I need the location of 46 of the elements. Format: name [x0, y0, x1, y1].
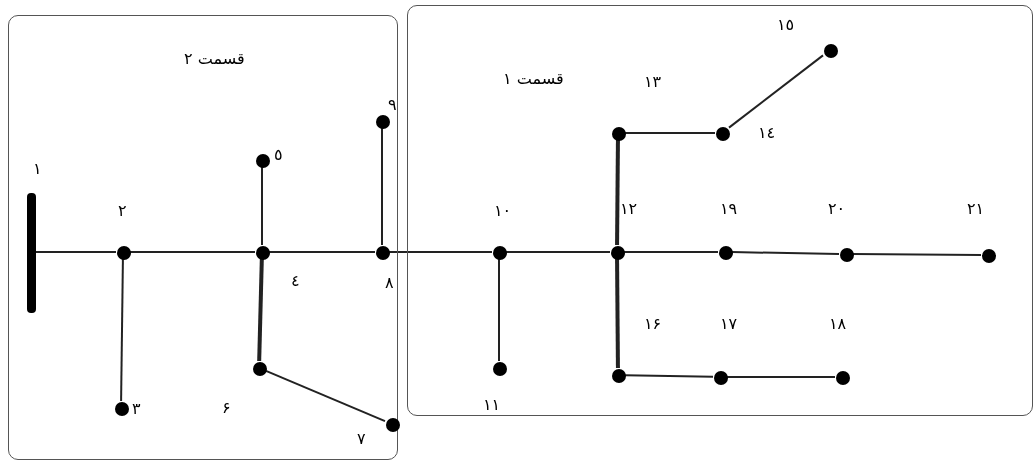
bus-number: ٤ [291, 273, 300, 289]
bus-number: ۲۱ [967, 201, 985, 217]
line-segment [615, 140, 620, 245]
bus-number: ۱۷ [720, 316, 738, 332]
bus-number: ۱٥ [777, 17, 795, 33]
line-segment [120, 258, 124, 402]
line-segment [615, 259, 620, 368]
line-segment [505, 251, 611, 253]
bus-number: ۱۰ [494, 203, 512, 219]
line-segment [623, 251, 719, 253]
bus-number: ۱۲ [620, 201, 638, 217]
region-box [407, 5, 1033, 416]
line-segment [129, 251, 256, 253]
bus-number: ۸ [385, 275, 394, 291]
bus-number: ۱۱ [483, 397, 501, 413]
bus-number: ۲۰ [828, 201, 846, 217]
bus-number: ٥ [274, 147, 283, 163]
bus-number: ۱۳ [644, 74, 662, 90]
line-segment [265, 369, 386, 423]
bus-number: ۱۶ [644, 316, 662, 332]
bus-number: ۱ [33, 161, 42, 177]
bus-number: ۷ [357, 431, 366, 447]
line-segment [261, 166, 263, 246]
bus-number: ۶ [222, 400, 231, 416]
line-segment [388, 251, 493, 253]
line-segment [257, 258, 264, 362]
bus-number: ۹ [388, 97, 397, 113]
line-segment [381, 127, 383, 246]
bus-number: ۱۸ [829, 316, 847, 332]
region-box [8, 15, 398, 460]
bus-number: ۲ [118, 203, 127, 219]
line-segment [498, 258, 500, 362]
line-segment [852, 253, 982, 256]
line-segment [728, 54, 824, 129]
line-segment [34, 251, 117, 253]
line-segment [624, 132, 716, 134]
bus-number: ۱۹ [720, 201, 738, 217]
busbar [27, 193, 36, 313]
line-segment [726, 376, 836, 378]
bus-number: ۱٤ [758, 125, 776, 141]
line-segment [624, 374, 714, 378]
line-segment [731, 251, 840, 255]
region-title: قسمت ۱ [503, 71, 564, 87]
line-segment [268, 251, 376, 253]
bus-number: ۳ [132, 401, 141, 417]
region-title: قسمت ۲ [184, 51, 245, 67]
